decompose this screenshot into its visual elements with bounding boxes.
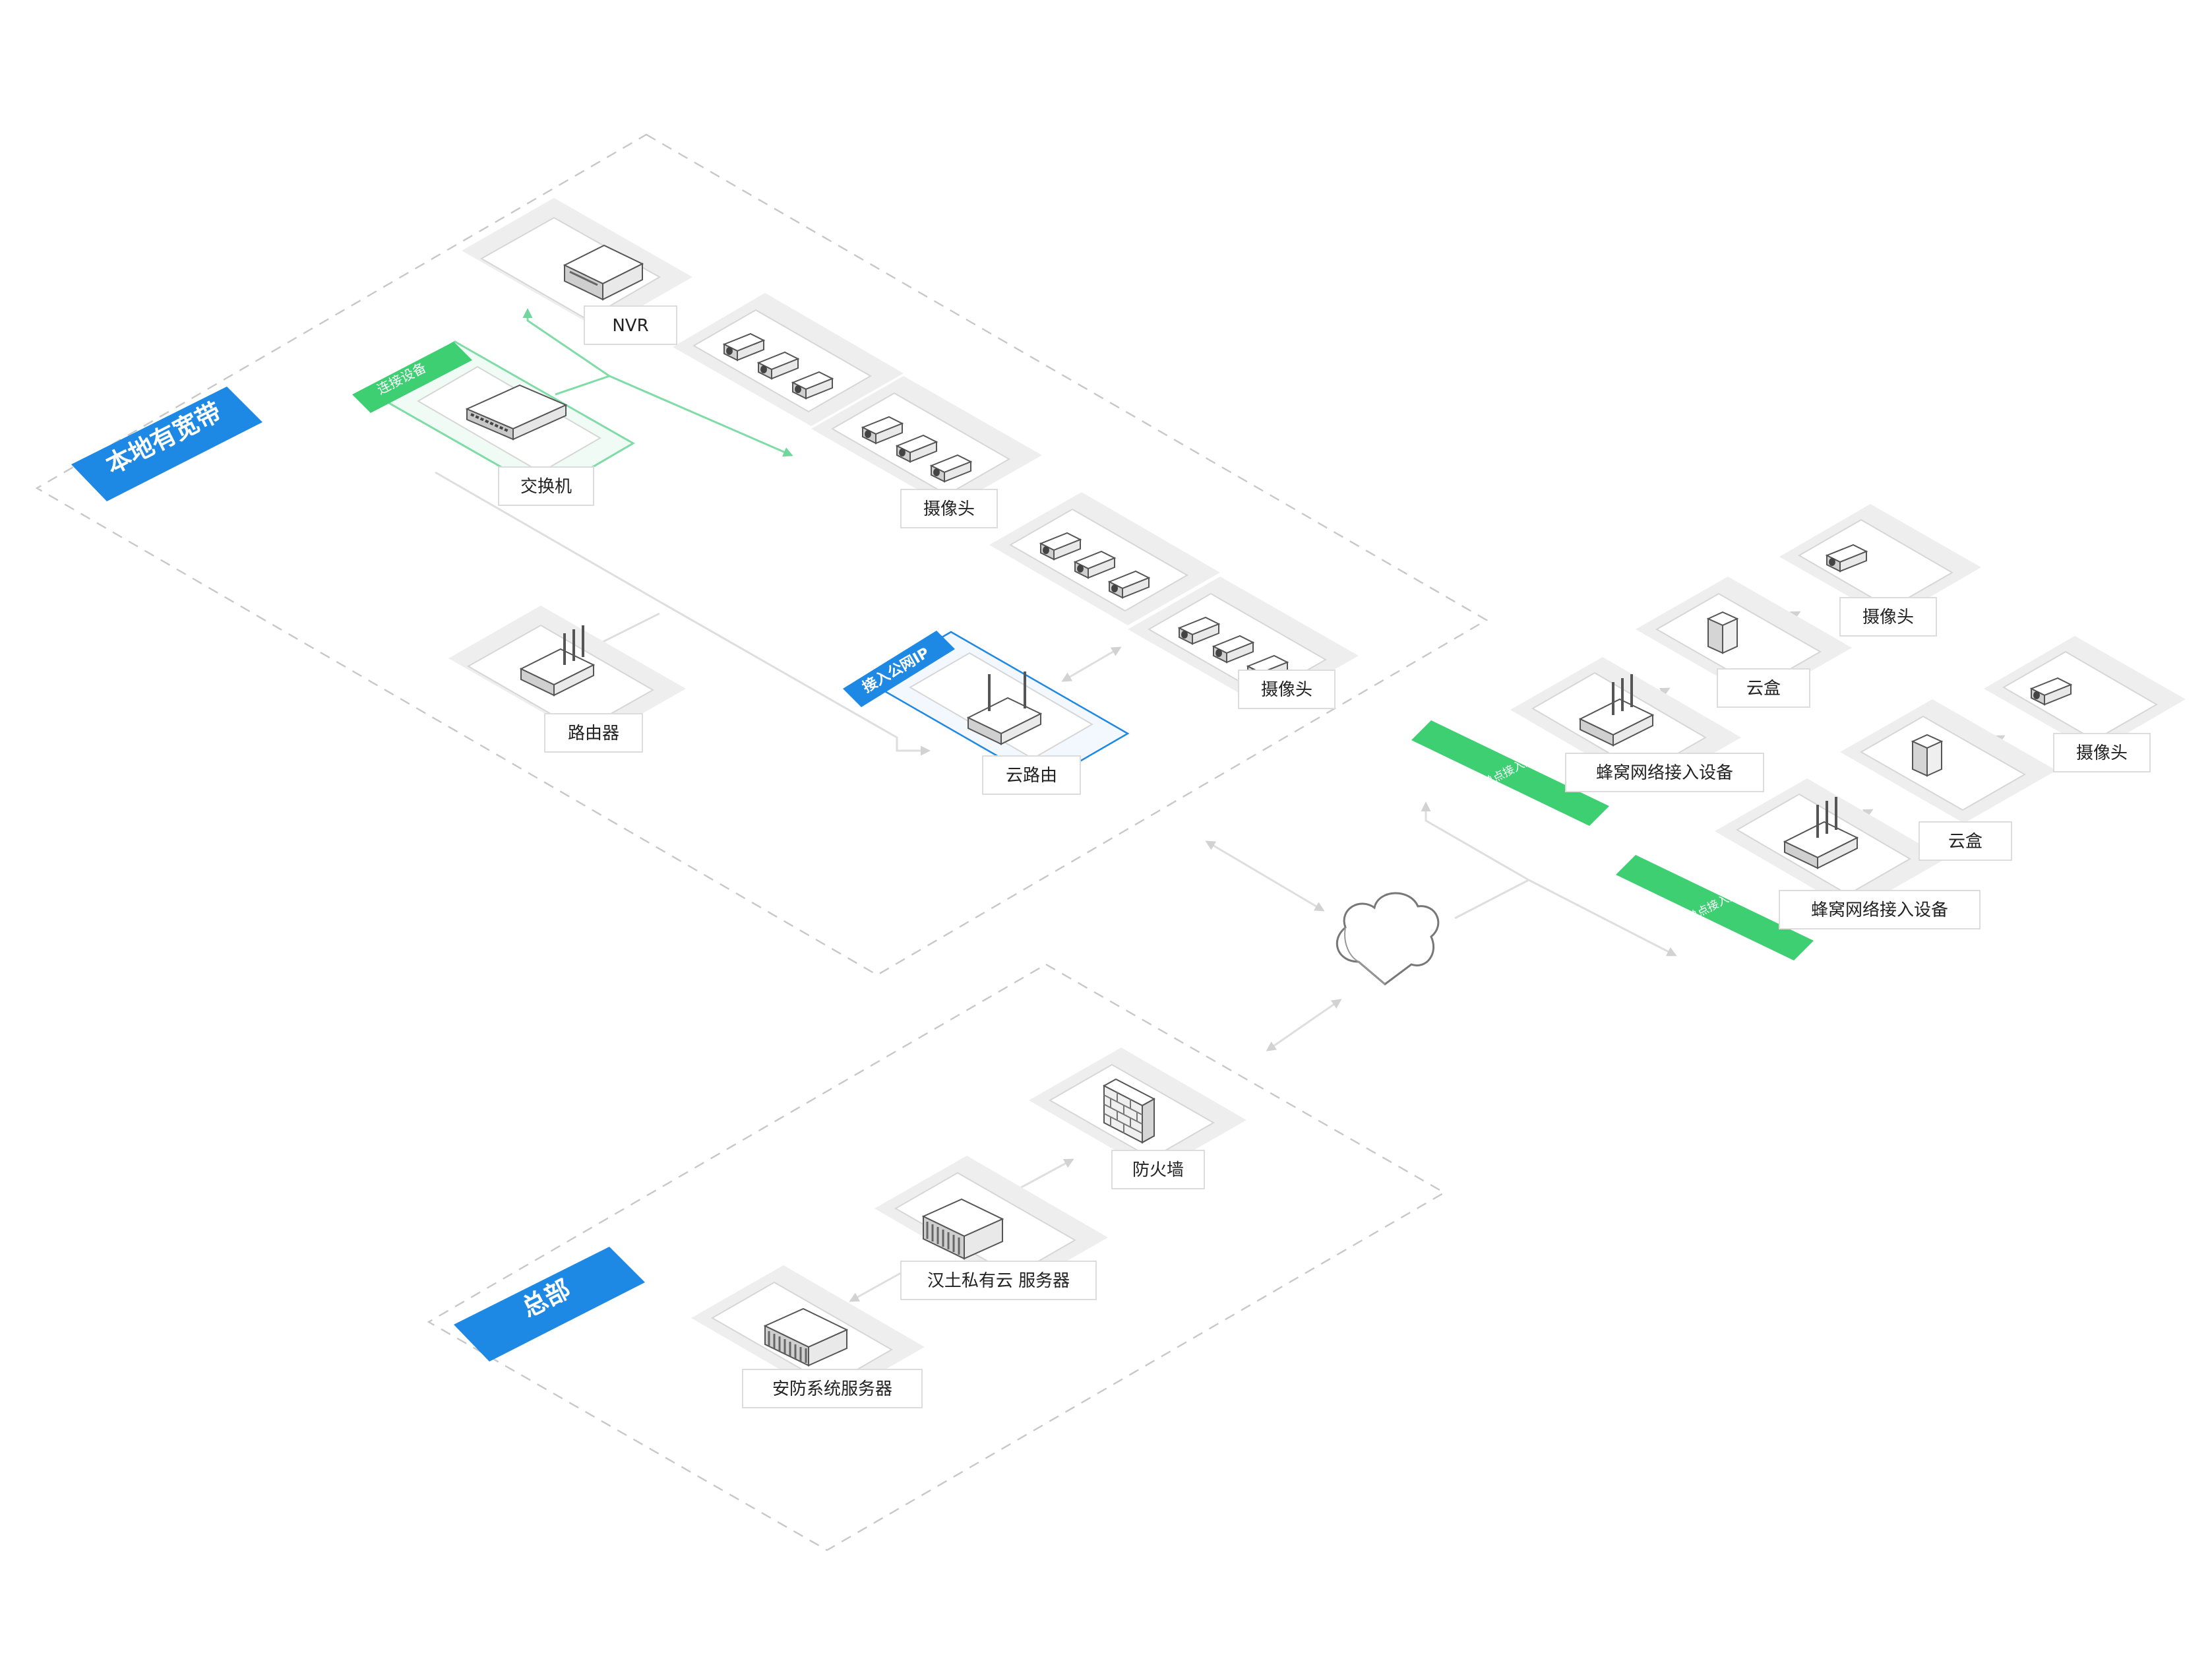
router-icon bbox=[1784, 797, 1858, 869]
switch-to-cloud-router-link bbox=[435, 471, 931, 756]
camera-group-2-label-box[interactable]: 摄像头 bbox=[1238, 670, 1336, 709]
cloud-router-icon bbox=[968, 672, 1041, 745]
cellular-1-label: 蜂窝网络接入设备 bbox=[1596, 763, 1733, 783]
firewall-label-box[interactable]: 防火墙 bbox=[1111, 1150, 1205, 1189]
single-point-badge-2: 单点接入点 bbox=[1616, 855, 1814, 960]
cloud-icon bbox=[1336, 892, 1440, 986]
cloud-box-icon bbox=[1707, 611, 1738, 654]
cellular-1-label-box[interactable]: 蜂窝网络接入设备 bbox=[1565, 753, 1764, 792]
private-cloud-label-box[interactable]: 汉土私有云 服务器 bbox=[900, 1261, 1097, 1300]
headquarters-zone bbox=[427, 963, 1446, 1551]
cloud-box-1-label: 云盒 bbox=[1746, 679, 1781, 699]
camera-1-label: 摄像头 bbox=[1862, 608, 1914, 627]
cloud-box-icon bbox=[1912, 734, 1942, 776]
switch-label-box[interactable]: 交换机 bbox=[498, 466, 594, 506]
local-broadband-zone bbox=[35, 133, 1489, 976]
cloud-router-label-box[interactable]: 云路由 bbox=[982, 755, 1081, 795]
router-icon bbox=[1580, 674, 1653, 746]
security-server-label-box[interactable]: 安防系统服务器 bbox=[742, 1369, 923, 1408]
cellular-2-label-box[interactable]: 蜂窝网络接入设备 bbox=[1779, 890, 1981, 929]
router-label-box[interactable]: 路由器 bbox=[544, 713, 643, 753]
cloud-to-cellular-link-1 bbox=[1421, 801, 1531, 920]
headquarters-tag: 总部 bbox=[454, 1247, 645, 1362]
single-point-badge-1: 单点接入点 bbox=[1411, 720, 1609, 826]
switch-label: 交换机 bbox=[520, 477, 572, 497]
firewall-icon bbox=[1102, 1078, 1156, 1144]
router-uplink bbox=[593, 612, 660, 648]
nvr-icon bbox=[563, 244, 644, 301]
security-server-label: 安防系统服务器 bbox=[772, 1379, 892, 1399]
cloud-box-2-tile bbox=[1840, 699, 2056, 823]
server-icon bbox=[763, 1307, 849, 1367]
firewall-label: 防火墙 bbox=[1132, 1160, 1184, 1180]
cloud-box-2-label: 云盒 bbox=[1948, 832, 1982, 852]
camera-group-2-label: 摄像头 bbox=[1261, 680, 1312, 700]
hq-to-cloud-link bbox=[1266, 999, 1342, 1051]
cloud-router-label: 云路由 bbox=[1006, 766, 1057, 786]
private-cloud-label: 汉土私有云 服务器 bbox=[927, 1271, 1070, 1291]
server-icon bbox=[921, 1198, 1004, 1260]
router-icon bbox=[520, 625, 594, 696]
switch-to-camera-link bbox=[609, 375, 793, 457]
camera-2-label-box[interactable]: 摄像头 bbox=[2053, 733, 2151, 772]
nvr-label-box[interactable]: NVR bbox=[584, 305, 677, 345]
camera-group-1-tiles bbox=[673, 293, 1042, 508]
camera-1-label-box[interactable]: 摄像头 bbox=[1839, 597, 1937, 637]
switch-to-nvr-link bbox=[522, 308, 612, 396]
local-broadband-tag: 本地有宽带 bbox=[71, 387, 262, 501]
cloud-box-2-label-box[interactable]: 云盒 bbox=[1919, 821, 2012, 861]
cloud-router-camera-link bbox=[1061, 646, 1122, 682]
camera-group-1-label: 摄像头 bbox=[923, 499, 975, 519]
cloud-to-cellular-link-2 bbox=[1528, 879, 1677, 956]
cellular-2-label: 蜂窝网络接入设备 bbox=[1811, 900, 1948, 920]
camera-2-label: 摄像头 bbox=[2076, 743, 2128, 763]
camera-group-1-label-box[interactable]: 摄像头 bbox=[900, 489, 998, 528]
router-label: 路由器 bbox=[568, 724, 619, 743]
nvr-label: NVR bbox=[612, 316, 648, 336]
local-to-cloud-link bbox=[1205, 840, 1325, 912]
cloud-box-1-label-box[interactable]: 云盒 bbox=[1717, 668, 1810, 708]
switch-icon bbox=[465, 384, 568, 441]
